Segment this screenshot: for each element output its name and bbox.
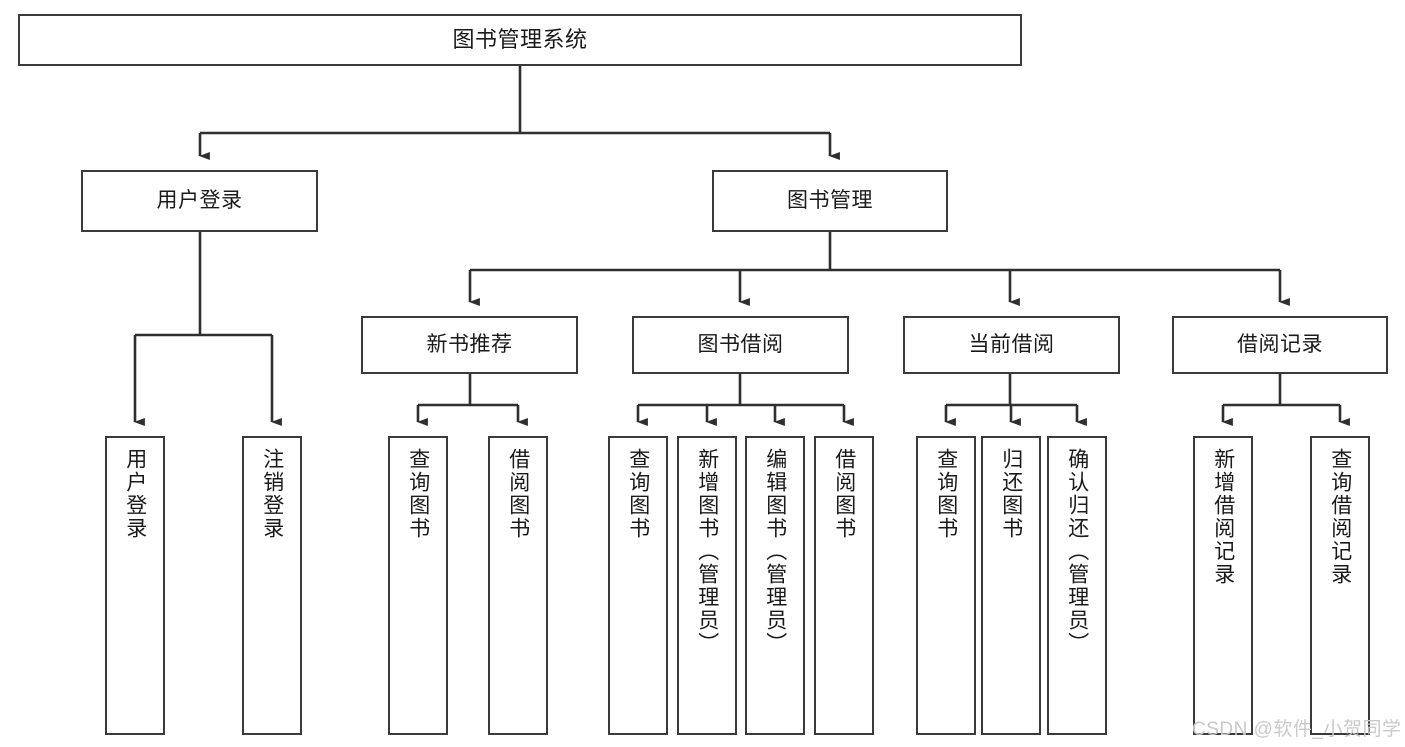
node-label: 新增借阅记录 xyxy=(1211,448,1235,586)
node-label: 注销登录 xyxy=(260,448,284,540)
node-leaf-user-logout[interactable]: 注销登录 xyxy=(242,436,302,735)
node-root-book-management-system[interactable]: 图书管理系统 xyxy=(18,14,1022,66)
node-label: 图书借阅 xyxy=(697,333,784,357)
node-label: 图书管理 xyxy=(787,189,873,213)
node-leaf-add-book[interactable]: 新增图书（管理员） xyxy=(677,436,737,735)
node-book-borrow[interactable]: 图书借阅 xyxy=(632,316,849,374)
node-label: 用户登录 xyxy=(123,448,147,540)
node-leaf-confirm-return[interactable]: 确认归还（管理员） xyxy=(1047,436,1107,735)
node-label: 查询图书 xyxy=(934,448,958,540)
node-new-book-recommend[interactable]: 新书推荐 xyxy=(361,316,578,374)
node-label: 查询图书 xyxy=(626,448,650,540)
node-label: 用户登录 xyxy=(156,189,243,213)
node-label: 确认归还（管理员） xyxy=(1065,448,1089,655)
node-label: 查询图书 xyxy=(406,448,430,540)
node-leaf-query-book-current[interactable]: 查询图书 xyxy=(916,436,976,735)
node-current-borrow[interactable]: 当前借阅 xyxy=(903,316,1120,374)
node-borrow-record[interactable]: 借阅记录 xyxy=(1172,316,1388,374)
node-label: 归还图书 xyxy=(999,448,1023,540)
node-leaf-query-borrow-record[interactable]: 查询借阅记录 xyxy=(1310,436,1370,735)
node-user-login[interactable]: 用户登录 xyxy=(81,170,318,232)
node-leaf-query-book-borrow[interactable]: 查询图书 xyxy=(608,436,668,735)
node-leaf-return-book[interactable]: 归还图书 xyxy=(981,436,1041,735)
node-leaf-add-borrow-record[interactable]: 新增借阅记录 xyxy=(1193,436,1253,735)
node-label: 编辑图书（管理员） xyxy=(763,448,787,655)
node-leaf-borrow-book-recommend[interactable]: 借阅图书 xyxy=(488,436,548,735)
node-label: 图书管理系统 xyxy=(452,26,588,52)
node-leaf-edit-book[interactable]: 编辑图书（管理员） xyxy=(745,436,805,735)
node-label: 借阅图书 xyxy=(832,448,856,540)
node-book-management[interactable]: 图书管理 xyxy=(712,170,948,232)
node-label: 查询借阅记录 xyxy=(1328,448,1352,586)
node-leaf-query-book-recommend[interactable]: 查询图书 xyxy=(388,436,448,735)
node-label: 借阅图书 xyxy=(506,448,530,540)
node-label: 新增图书（管理员） xyxy=(695,448,719,655)
node-label: 新书推荐 xyxy=(426,333,513,357)
csdn-watermark: CSDN @软件_小贺同学 xyxy=(1192,719,1402,740)
node-leaf-borrow-book[interactable]: 借阅图书 xyxy=(814,436,874,735)
node-leaf-user-login[interactable]: 用户登录 xyxy=(105,436,165,735)
node-label: 借阅记录 xyxy=(1237,333,1323,357)
node-label: 当前借阅 xyxy=(968,333,1055,357)
